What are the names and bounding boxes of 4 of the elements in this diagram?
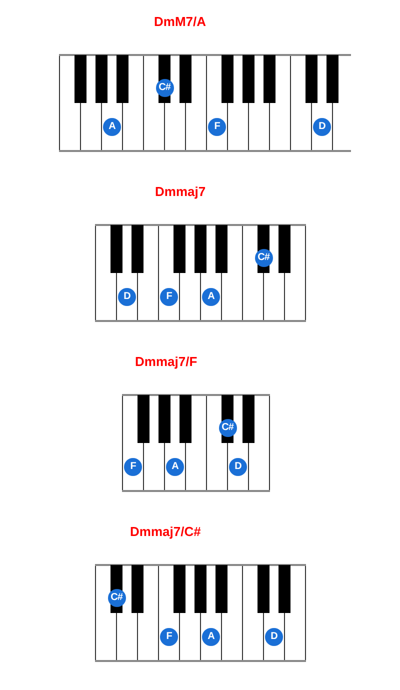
chord-name: Dmmaj7/F (135, 353, 198, 371)
chord-name: Dmmaj7/C# (130, 523, 201, 541)
chord-name: Dmmaj7 (155, 183, 206, 201)
chord-name: DmM7/A (154, 13, 206, 31)
